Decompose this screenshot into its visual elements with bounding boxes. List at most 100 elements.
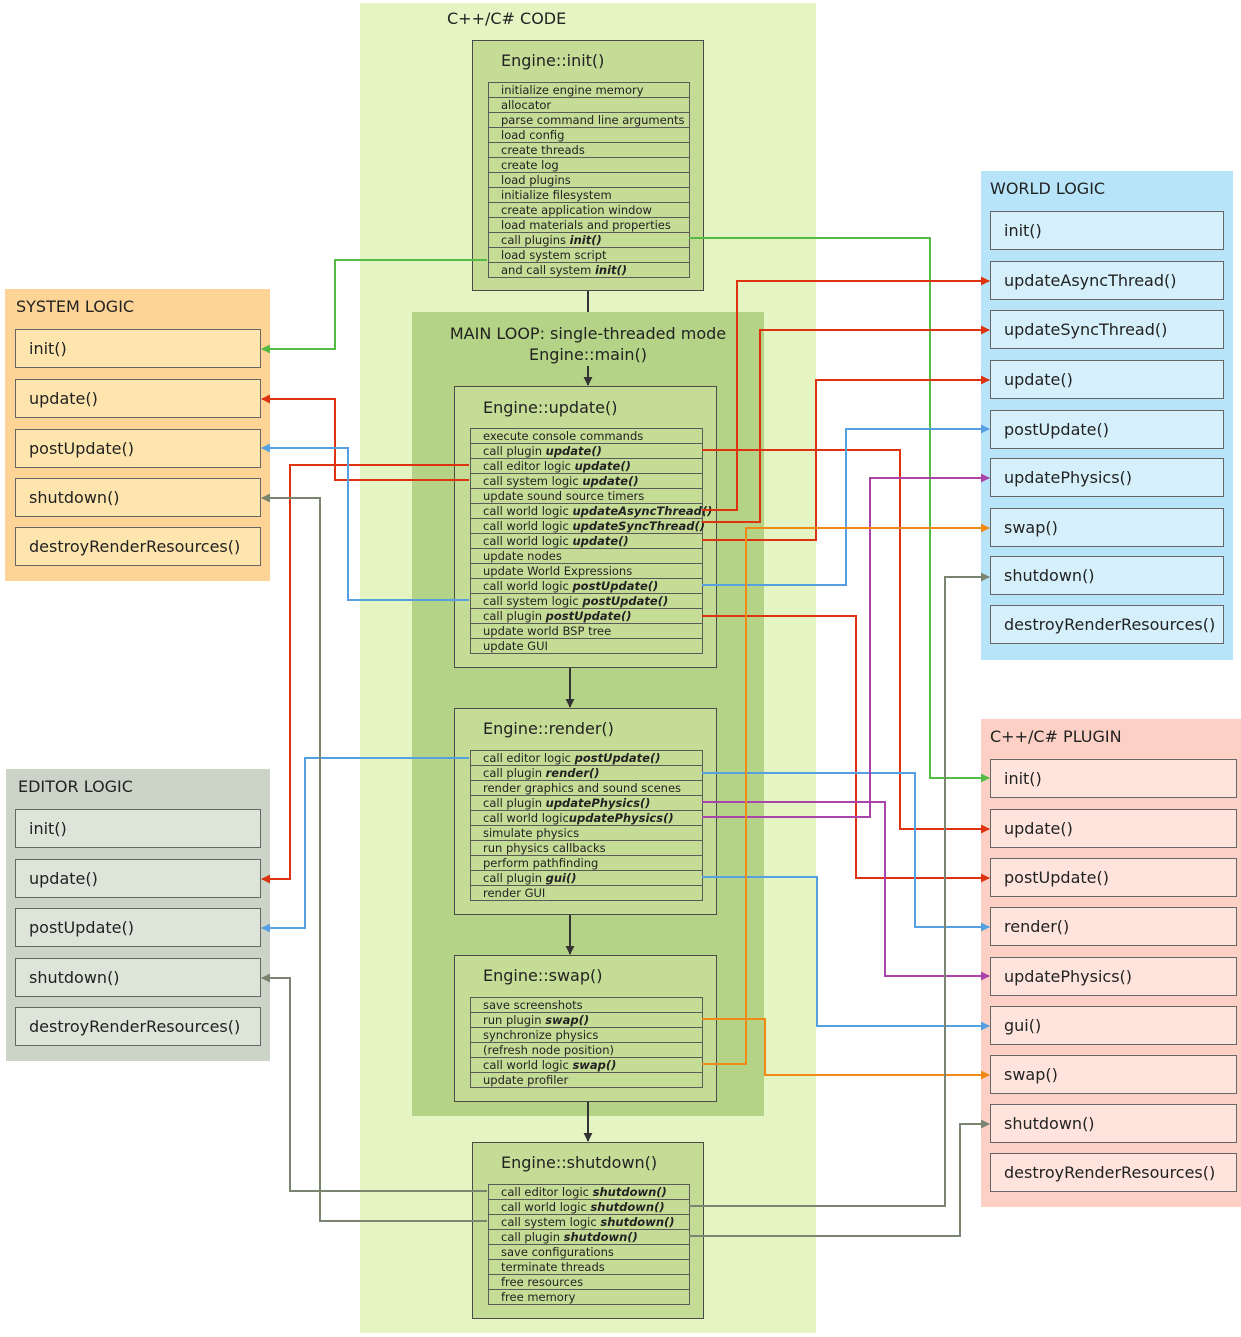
shutdown-step-text: save configurations	[501, 1245, 614, 1259]
wire-system-update	[261, 394, 469, 481]
plugin-title: C++/C# PLUGIN	[990, 727, 1122, 746]
system-logic-post-update[interactable]: postUpdate()	[15, 429, 261, 468]
system-logic-update[interactable]: update()	[15, 379, 261, 418]
code-area-title: C++/C# CODE	[447, 9, 567, 28]
wire-plugin-swap	[702, 1018, 990, 1080]
world-logic-destroy-render-resources[interactable]: destroyRenderResources()	[990, 605, 1224, 644]
shutdown-step-text: call world logic	[501, 1200, 591, 1214]
swap-step: run plugin swap()	[471, 1013, 702, 1028]
wire-plugin-render	[702, 772, 990, 932]
init-step-function: init()	[569, 233, 602, 247]
init-step: call plugins init()	[489, 233, 689, 248]
engine-update-title: Engine::update()	[483, 398, 618, 417]
wire-world-update-physics	[702, 473, 990, 818]
init-step: parse command line arguments	[489, 113, 689, 128]
render-step: run physics callbacks	[471, 841, 702, 856]
update-step: call world logic updateAsyncThread()	[471, 504, 712, 519]
engine-update-box: Engine::update() execute console command…	[454, 386, 717, 668]
world-logic-shutdown[interactable]: shutdown()	[990, 556, 1224, 595]
render-step-text: call world logic	[483, 811, 569, 825]
engine-render-box: Engine::render() call editor logic postU…	[454, 708, 717, 915]
init-step: create log	[489, 158, 689, 173]
editor-logic-init[interactable]: init()	[15, 809, 261, 848]
engine-render-title: Engine::render()	[483, 719, 614, 738]
update-step-text: update sound source timers	[483, 489, 645, 503]
update-step: call world logic updateSyncThread()	[471, 519, 705, 534]
update-step-text: execute console commands	[483, 429, 644, 443]
plugin-destroy-render-resources[interactable]: destroyRenderResources()	[990, 1153, 1237, 1192]
init-step-function: init()	[594, 263, 628, 277]
update-step-function: updateSyncThread()	[572, 519, 705, 533]
plugin-gui[interactable]: gui()	[990, 1006, 1237, 1045]
update-step-text: call system logic	[483, 594, 583, 608]
init-step: load system script	[489, 248, 689, 263]
plugin-update-physics[interactable]: updatePhysics()	[990, 957, 1237, 996]
editor-logic-update[interactable]: update()	[15, 859, 261, 898]
render-step: perform pathfinding	[471, 856, 702, 871]
update-step: update world BSP tree	[471, 624, 702, 639]
engine-init-title: Engine::init()	[501, 51, 605, 70]
update-step-function: update()	[545, 444, 602, 458]
editor-logic-title: EDITOR LOGIC	[18, 777, 133, 796]
main-loop-title: MAIN LOOP: single-threaded mode Engine::…	[412, 323, 764, 365]
init-step-text: load system script	[501, 248, 607, 262]
render-step-text: simulate physics	[483, 826, 580, 840]
update-step-text: call editor logic	[483, 459, 575, 473]
world-logic-post-update[interactable]: postUpdate()	[990, 410, 1224, 449]
wire-plugin-init	[689, 237, 990, 783]
render-step-text: render graphics and sound scenes	[483, 781, 682, 795]
engine-shutdown-title: Engine::shutdown()	[501, 1153, 658, 1172]
update-step-text: call plugin	[483, 609, 546, 623]
shutdown-step-function: shutdown()	[563, 1230, 638, 1244]
plugin-shutdown[interactable]: shutdown()	[990, 1104, 1237, 1143]
shutdown-step: save configurations	[489, 1245, 689, 1260]
world-logic-update-async-thread[interactable]: updateAsyncThread()	[990, 261, 1224, 300]
wire-plugin-post-update	[702, 615, 990, 883]
editor-logic-destroy-render-resources[interactable]: destroyRenderResources()	[15, 1007, 261, 1046]
init-step-text: initialize filesystem	[501, 188, 612, 202]
plugin-update[interactable]: update()	[990, 809, 1237, 848]
plugin-swap[interactable]: swap()	[990, 1055, 1237, 1094]
world-logic-swap[interactable]: swap()	[990, 508, 1224, 547]
wire-system-shutdown	[261, 493, 487, 1222]
update-step-text: call system logic	[483, 474, 583, 488]
swap-step-text: call world logic	[483, 1058, 573, 1072]
system-logic-shutdown[interactable]: shutdown()	[15, 478, 261, 517]
update-step-function: update()	[582, 474, 639, 488]
render-step-function: gui()	[545, 871, 577, 885]
update-step-text: call plugin	[483, 444, 546, 458]
shutdown-step: terminate threads	[489, 1260, 689, 1275]
wire-plugin-shutdown	[689, 1119, 990, 1237]
init-step-text: create application window	[501, 203, 652, 217]
update-step-function: updateAsyncThread()	[572, 504, 713, 518]
wire-world-update-sync	[702, 325, 990, 523]
world-logic-update-sync-thread[interactable]: updateSyncThread()	[990, 310, 1224, 349]
world-logic-update[interactable]: update()	[990, 360, 1224, 399]
editor-logic-shutdown[interactable]: shutdown()	[15, 958, 261, 997]
render-step-function: updatePhysics()	[545, 796, 651, 810]
system-logic-init[interactable]: init()	[15, 329, 261, 368]
update-step: update GUI	[471, 639, 702, 654]
init-step: create threads	[489, 143, 689, 158]
update-step: call system logic postUpdate()	[471, 594, 702, 609]
plugin-post-update[interactable]: postUpdate()	[990, 858, 1237, 897]
render-step-text: call plugin	[483, 766, 546, 780]
engine-shutdown-steps: call editor logic shutdown()call world l…	[488, 1184, 690, 1305]
init-step-text: call plugins	[501, 233, 570, 247]
shutdown-step-text: terminate threads	[501, 1260, 605, 1274]
editor-logic-post-update[interactable]: postUpdate()	[15, 908, 261, 947]
world-logic-update-physics[interactable]: updatePhysics()	[990, 458, 1224, 497]
update-step-text: update World Expressions	[483, 564, 633, 578]
shutdown-step-text: call plugin	[501, 1230, 564, 1244]
plugin-init[interactable]: init()	[990, 759, 1237, 798]
shutdown-step-text: free memory	[501, 1290, 576, 1304]
world-logic-init[interactable]: init()	[990, 211, 1224, 250]
system-logic-destroy-render-resources[interactable]: destroyRenderResources()	[15, 527, 261, 566]
plugin-render[interactable]: render()	[990, 907, 1237, 946]
update-step: update World Expressions	[471, 564, 702, 579]
wire-world-update-async	[702, 276, 990, 511]
update-step: call world logic update()	[471, 534, 702, 549]
